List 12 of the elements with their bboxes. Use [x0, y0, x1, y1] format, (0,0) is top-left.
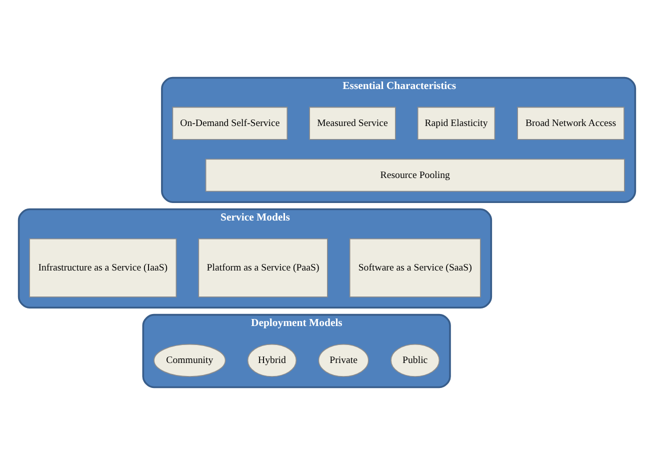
node-ellipse: Community: [154, 344, 226, 377]
node-box: Resource Pooling: [205, 158, 625, 192]
node-box: Software as a Service (SaaS): [349, 238, 481, 298]
node-box: Platform as a Service (PaaS): [198, 238, 328, 298]
node-ellipse: Hybrid: [247, 344, 297, 377]
node-box: Rapid Elasticity: [417, 106, 496, 140]
node-box: Broad Network Access: [517, 106, 624, 140]
node-ellipse: Public: [390, 344, 440, 377]
node-box: Infrastructure as a Service (IaaS): [29, 238, 177, 298]
node-box: On-Demand Self-Service: [172, 106, 288, 140]
node-box: Measured Service: [309, 106, 396, 140]
node-ellipse: Private: [318, 344, 369, 377]
